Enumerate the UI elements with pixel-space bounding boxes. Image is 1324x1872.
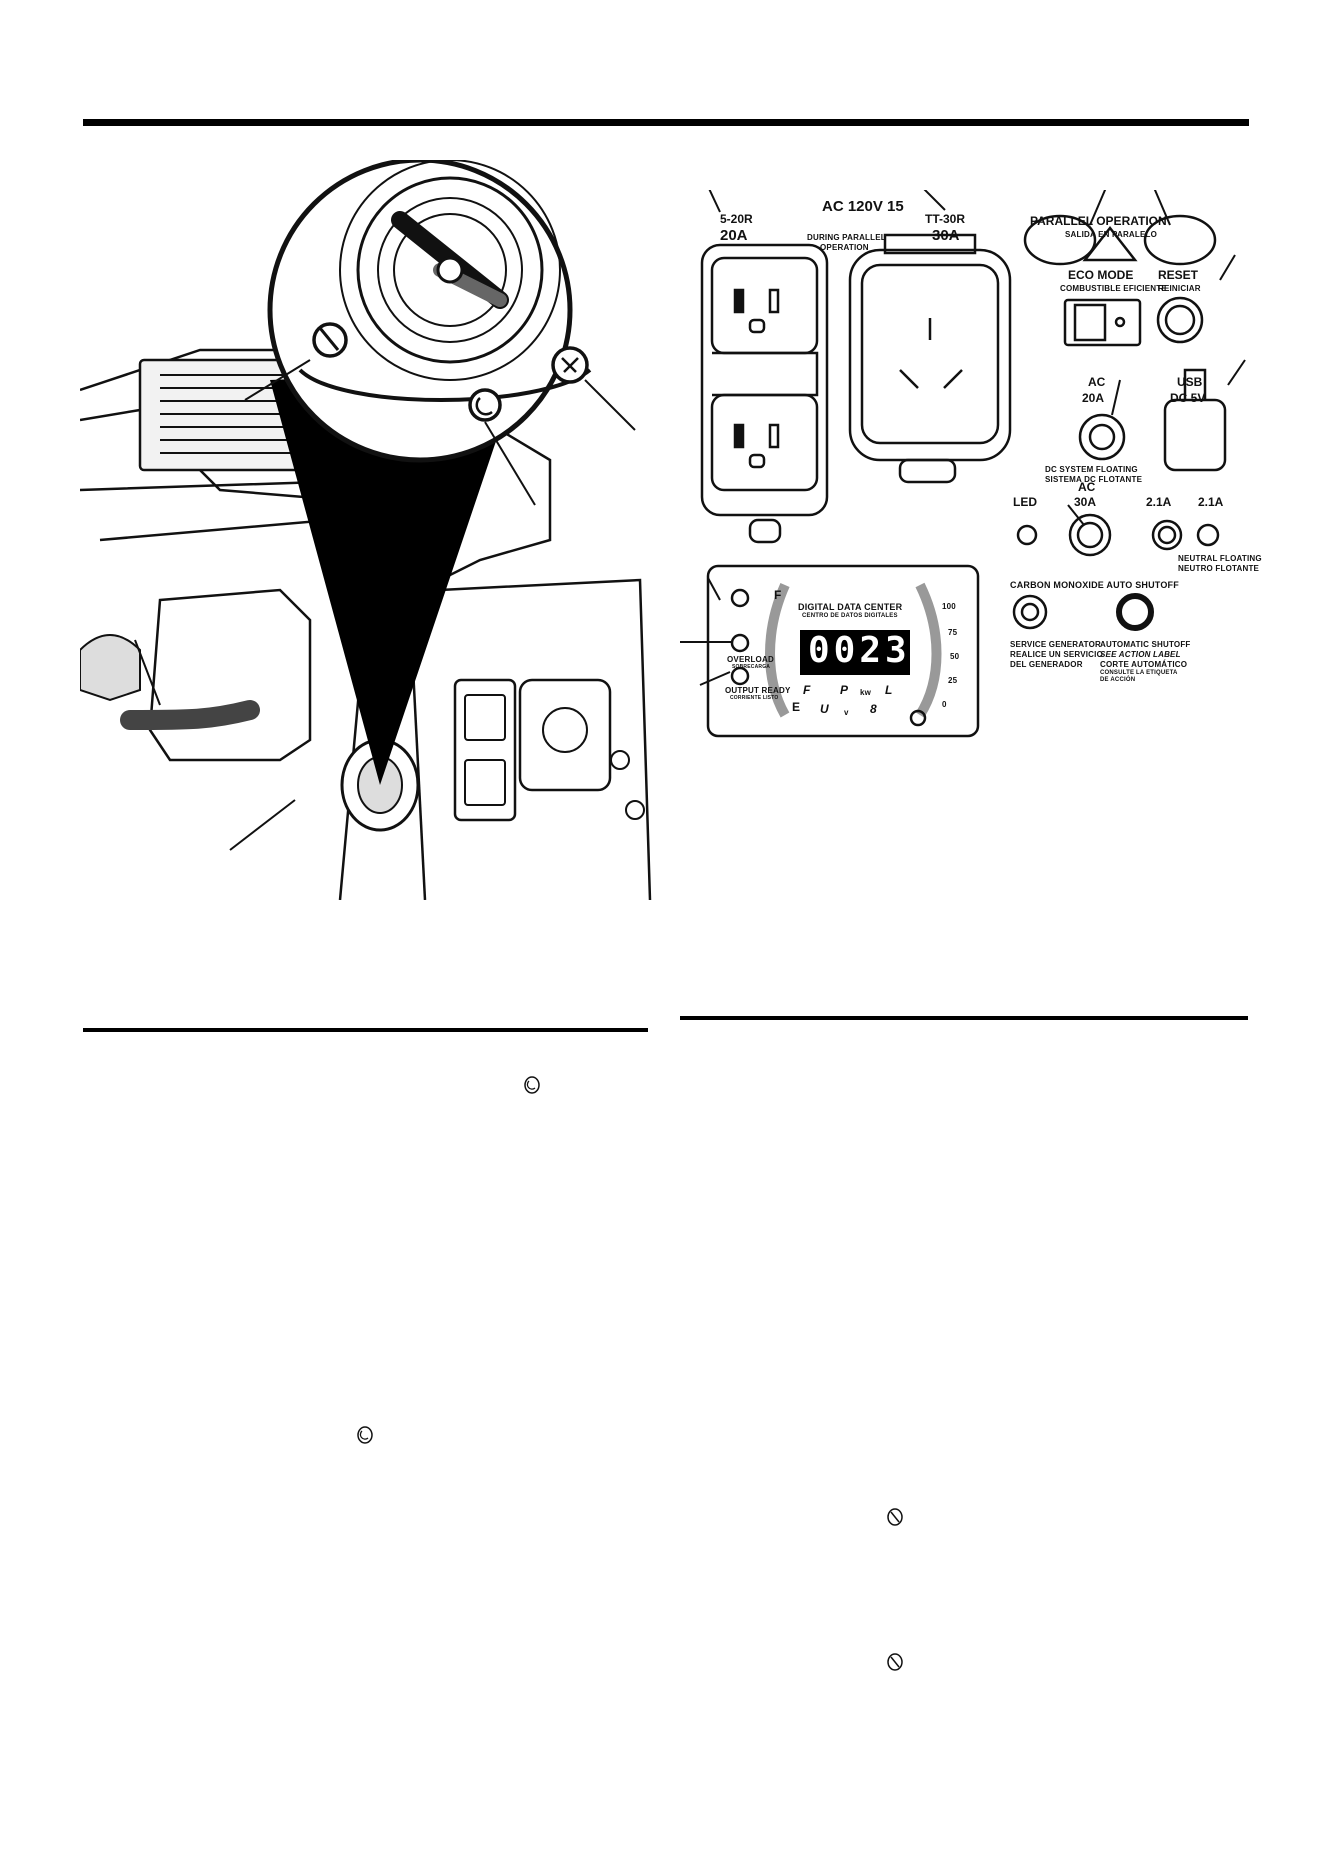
service-generator-es-1: REALICE UN SERVICIO (1010, 650, 1103, 659)
eco-mode-label: ECO MODE (1068, 268, 1134, 282)
usb-left-amps: 2.1A (1146, 495, 1172, 509)
during-parallel-1: DURING PARALLEL (807, 233, 886, 242)
choke-stop-icon (312, 322, 348, 358)
service-generator: SERVICE GENERATOR (1010, 640, 1101, 649)
outlet-5-20r-amps: 20A (720, 227, 748, 244)
unit-voltage: U (820, 702, 829, 716)
choke-stop-icon (887, 1653, 903, 1671)
dc-floating-es: SISTEMA DC FLOTANTE (1045, 475, 1143, 484)
unit-8: 8 (870, 702, 877, 716)
ac-20a-amps: 20A (1082, 391, 1105, 405)
usb-right-amps: 2.1A (1198, 495, 1224, 509)
scale-50: 50 (950, 652, 960, 661)
digital-display (800, 630, 910, 675)
conduite-1: CONSULTE LA ETIQUETA (1100, 670, 1178, 676)
service-generator-es-2: DEL GENERADOR (1010, 660, 1083, 669)
fuel-full-label: F (774, 588, 782, 602)
overload-es: SOBRECARGA (732, 664, 771, 670)
overload-label: OVERLOAD (727, 655, 774, 664)
scale-0: 0 (942, 700, 947, 709)
unit-level: L (885, 683, 893, 697)
outlet-tt30r-model: TT-30R (925, 212, 966, 226)
unit-fuel: F (803, 683, 811, 697)
scale-25: 25 (948, 676, 958, 685)
top-rule (83, 119, 1249, 126)
usb-label: USB (1177, 375, 1203, 389)
ac-30a-amps: 30A (1074, 495, 1097, 509)
data-center-title-es: CENTRO DE DATOS DIGITALES (802, 613, 898, 619)
choke-run-icon (468, 388, 502, 422)
control-panel-drawing (680, 190, 1246, 738)
see-action-label: SEE ACTION LABEL (1100, 650, 1181, 659)
right-section-rule (680, 1016, 1248, 1020)
choke-stop-icon (887, 1508, 903, 1526)
corte-automatico: CORTE AUTOMÁTICO (1100, 660, 1188, 669)
output-ready-es: CORRIENTE LISTO (730, 695, 779, 701)
data-center-title: DIGITAL DATA CENTER (798, 602, 903, 612)
reset-es: REINICIAR (1158, 284, 1201, 293)
output-ready-label: OUTPUT READY (725, 686, 791, 695)
during-parallel-2: OPERATION (820, 243, 869, 252)
ac-header: AC 120V 15 (822, 198, 904, 215)
neutral-floating: NEUTRAL FLOATING (1178, 554, 1262, 563)
eco-mode-es: COMBUSTIBLE EFICIENTE (1060, 284, 1167, 293)
co-header: CARBON MONOXIDE AUTO SHUTOFF (1010, 580, 1179, 590)
parallel-operation-es: SALIDA EN PARALELO (1065, 230, 1158, 239)
dc-floating: DC SYSTEM FLOATING (1045, 465, 1138, 474)
automatic-shutoff: AUTOMATIC SHUTOFF (1100, 640, 1191, 649)
ac-20a-label: AC (1088, 375, 1106, 389)
choke-closed-icon (551, 346, 589, 384)
outlet-tt30r-amps: 30A (932, 227, 960, 244)
scale-100: 100 (942, 602, 956, 611)
left-section-rule (83, 1028, 648, 1032)
led-label: LED (1013, 495, 1037, 509)
scale-75: 75 (948, 628, 958, 637)
neutral-floating-es: NEUTRO FLOTANTE (1178, 564, 1260, 573)
outlet-5-20r-model: 5-20R (720, 212, 753, 226)
usb-voltage: DC 5V (1170, 391, 1206, 405)
display-value: 0023 (808, 630, 911, 671)
choke-run-icon (357, 1426, 373, 1444)
fuel-empty-label: E (792, 700, 801, 714)
generator-choke-illustration (80, 160, 652, 900)
unit-power: P (840, 683, 849, 697)
choke-run-icon (524, 1076, 540, 1094)
conduite-2: DE ACCIÓN (1100, 677, 1136, 683)
unit-kw: kw (860, 688, 872, 697)
unit-v: v (844, 708, 849, 717)
parallel-operation: PARALLEL OPERATION (1030, 214, 1167, 228)
control-panel: AC 120V 15 5-20R 20A DURING PARALLEL OPE… (680, 190, 1280, 740)
ac-30a-label: AC (1078, 480, 1096, 494)
reset-label: RESET (1158, 268, 1199, 282)
